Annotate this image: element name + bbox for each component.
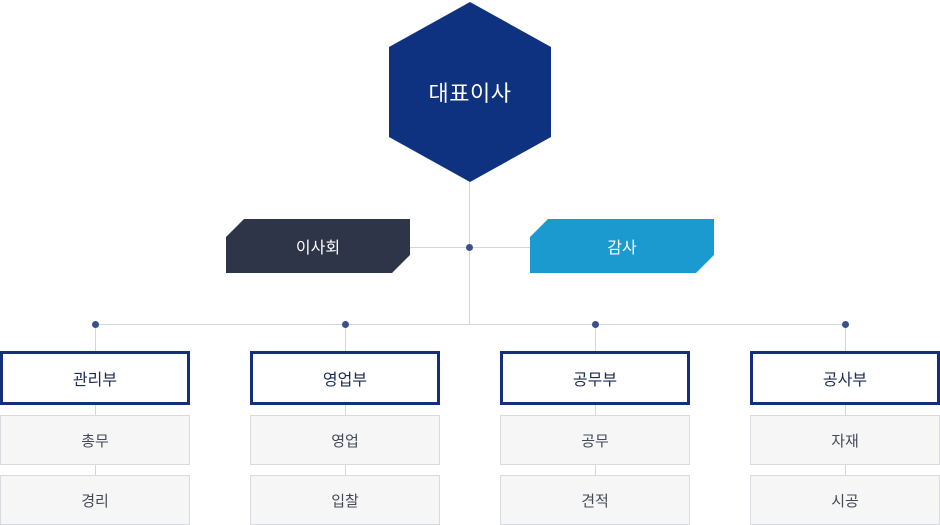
department-node-4: 공사부 xyxy=(750,351,940,405)
junction-dot-dept-1 xyxy=(92,321,99,328)
junction-dot-dept-2 xyxy=(342,321,349,328)
connector-departments xyxy=(95,324,846,325)
team-node-2-2: 입찰 xyxy=(250,475,440,525)
team-node-4-1: 자재 xyxy=(750,415,940,465)
hexagon-shape xyxy=(389,2,551,182)
board-node: 이사회 xyxy=(226,219,410,273)
team-node-4-2: 시공 xyxy=(750,475,940,525)
team-node-3-2: 견적 xyxy=(500,475,690,525)
connector-dept-4 xyxy=(845,324,846,351)
connector-dept-2 xyxy=(345,324,346,351)
team-node-1-1: 총무 xyxy=(0,415,190,465)
audit-node: 감사 xyxy=(530,219,714,273)
department-node-2: 영업부 xyxy=(250,351,440,405)
ceo-node: 대표이사 xyxy=(389,2,551,182)
department-node-3: 공무부 xyxy=(500,351,690,405)
connector-dept-3 xyxy=(595,324,596,351)
team-node-2-1: 영업 xyxy=(250,415,440,465)
junction-dot-advisory xyxy=(466,244,473,251)
department-node-1: 관리부 xyxy=(0,351,190,405)
connector-ceo-trunk xyxy=(469,180,470,325)
team-node-3-1: 공무 xyxy=(500,415,690,465)
junction-dot-dept-4 xyxy=(842,321,849,328)
junction-dot-dept-3 xyxy=(592,321,599,328)
team-node-1-2: 경리 xyxy=(0,475,190,525)
ceo-label: 대표이사 xyxy=(428,82,512,107)
connector-dept-1 xyxy=(95,324,96,351)
